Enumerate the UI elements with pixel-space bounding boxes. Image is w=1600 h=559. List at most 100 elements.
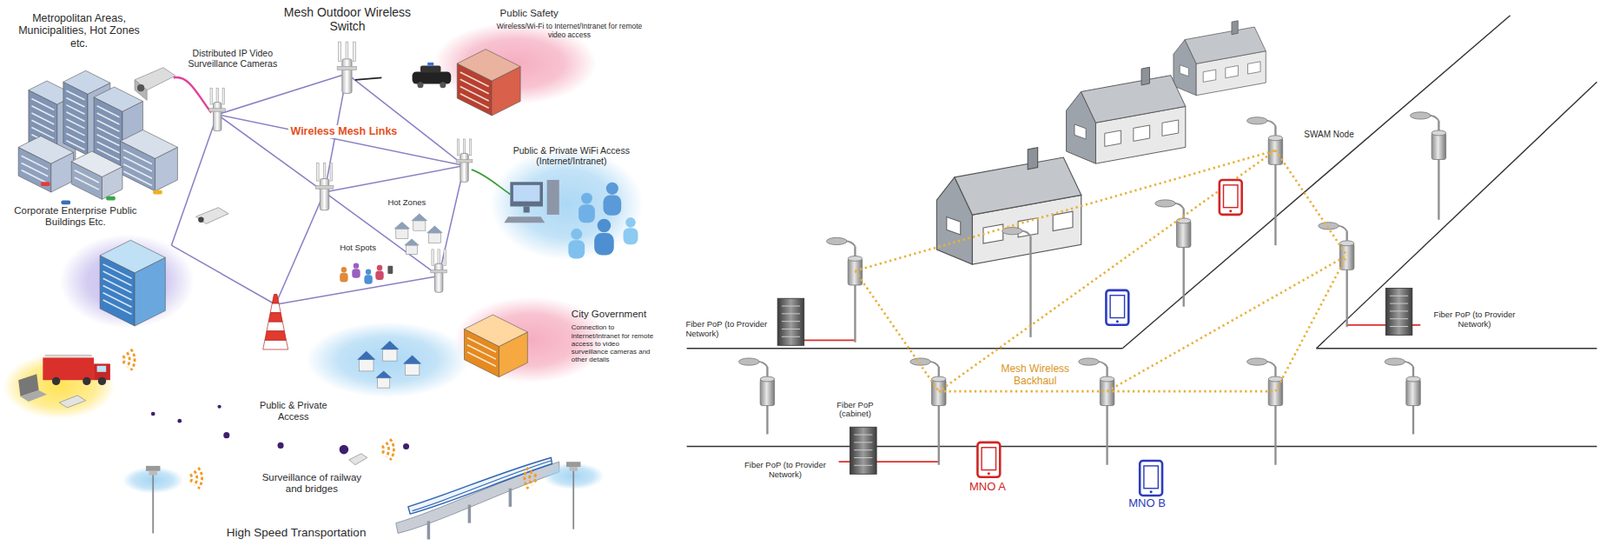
lamp-head xyxy=(145,465,160,471)
switch-body xyxy=(342,59,352,93)
area-label: Surveillance of railway and bridges xyxy=(257,471,365,495)
house-window xyxy=(1179,65,1189,77)
pole-mast xyxy=(1029,236,1032,338)
swam-node-pole xyxy=(1155,199,1191,307)
signal-dot xyxy=(223,431,230,438)
node-enclosure-top xyxy=(847,255,862,261)
node-enclosure xyxy=(760,378,774,406)
zone-glow-shape xyxy=(305,321,470,397)
camera-lens xyxy=(137,84,145,92)
car-roof xyxy=(420,65,441,73)
swam-node-pole xyxy=(1078,357,1115,465)
node-enclosure-top xyxy=(1431,130,1446,136)
person-body xyxy=(578,204,596,223)
mesh-link xyxy=(346,73,464,166)
backhaul-link xyxy=(1107,255,1348,391)
zone-title: Public Safety xyxy=(500,7,559,20)
mesh-link xyxy=(217,114,324,192)
backhaul-link xyxy=(938,390,1108,393)
fiber-cabinet xyxy=(850,426,878,474)
area-label: Hot Spots xyxy=(339,243,377,253)
handheld-device xyxy=(387,265,393,274)
signal-dot xyxy=(177,418,182,424)
switch-body xyxy=(213,102,222,132)
link-label: Wireless Mesh Links xyxy=(288,125,399,138)
window-row xyxy=(103,292,133,307)
ip-camera xyxy=(59,395,86,408)
mobile-phone xyxy=(1219,179,1243,215)
person-head xyxy=(376,264,383,271)
switch-cable xyxy=(355,77,383,80)
signal-waves xyxy=(524,467,536,489)
lamp-head xyxy=(1002,227,1023,235)
house-window xyxy=(1203,69,1217,82)
person-body xyxy=(375,271,384,281)
phone-screen xyxy=(981,447,996,470)
switch-antenna xyxy=(330,162,333,181)
window-row xyxy=(460,79,490,93)
switch-antenna xyxy=(462,138,465,156)
switch-body xyxy=(319,178,329,211)
cabinet-slot xyxy=(781,305,800,307)
node-enclosure-top xyxy=(760,376,774,382)
operator-label: MNO B xyxy=(1128,496,1166,510)
camera-lens xyxy=(198,216,205,223)
bridge-pillar xyxy=(468,504,472,523)
person-icon xyxy=(375,264,384,280)
fire-truck xyxy=(42,355,111,385)
label-box: SWAM Node xyxy=(1303,129,1354,140)
building-roof xyxy=(120,129,179,159)
window-row xyxy=(103,299,133,314)
phone-screen xyxy=(1110,295,1124,318)
label-box: Distributed IP Video Surveillance Camera… xyxy=(181,47,284,69)
house-window xyxy=(983,224,1004,244)
switch-antenna xyxy=(431,249,434,266)
backhaul-link xyxy=(854,271,939,392)
car-icon xyxy=(60,199,71,205)
switch-antenna xyxy=(437,249,440,266)
label-box: High Speed Transportation xyxy=(226,525,367,540)
window-row xyxy=(123,149,153,164)
zone-title: Corporate Enterprise Public Buildings Et… xyxy=(13,204,138,228)
switch-antenna xyxy=(338,41,342,62)
person-icon xyxy=(578,192,596,224)
zone-title: Public & Private Access xyxy=(244,399,343,422)
house-icon xyxy=(375,370,392,388)
label-box: Mesh Wireless Backhaul xyxy=(991,363,1079,388)
mesh-switch xyxy=(456,138,473,182)
city-building xyxy=(120,129,179,191)
window-row xyxy=(123,171,153,186)
switch-antenna xyxy=(323,162,326,181)
house-roof xyxy=(375,370,392,377)
label-box: Mesh Outdoor Wireless Switch xyxy=(273,5,422,34)
police-station xyxy=(456,49,521,116)
signal-wave xyxy=(524,467,529,489)
node-enclosure-top xyxy=(1268,135,1283,141)
ip-camera xyxy=(149,470,158,476)
person-icon xyxy=(568,228,585,259)
node-enclosure xyxy=(1176,220,1191,248)
house-roof xyxy=(410,212,428,220)
window-row xyxy=(123,157,153,172)
house-icon xyxy=(357,350,376,371)
lamp-head xyxy=(739,357,760,365)
switch-bracket xyxy=(209,108,226,113)
signal-waves xyxy=(190,467,202,489)
signal-wave xyxy=(194,470,198,486)
zone-text-box: Connection to internet/intranet for remo… xyxy=(571,323,655,364)
operator-label: MNO A xyxy=(969,480,1006,494)
tower-section xyxy=(271,294,279,305)
window-row xyxy=(21,170,49,184)
pop-label: Fiber PoP (to Provider Network) xyxy=(736,460,834,480)
zone-note: Wireless/Wi-Fi to Internet/Intranet for … xyxy=(488,22,652,40)
switch-bracket xyxy=(315,185,334,189)
switch-antenna xyxy=(345,41,349,62)
city-building xyxy=(71,151,123,199)
city-hall xyxy=(464,314,529,377)
car-wheel xyxy=(416,81,424,88)
house-icon xyxy=(403,238,420,254)
laptop-base xyxy=(19,390,47,402)
person-head xyxy=(625,217,636,228)
truck-window xyxy=(97,365,107,372)
road-edge xyxy=(1315,81,1597,349)
